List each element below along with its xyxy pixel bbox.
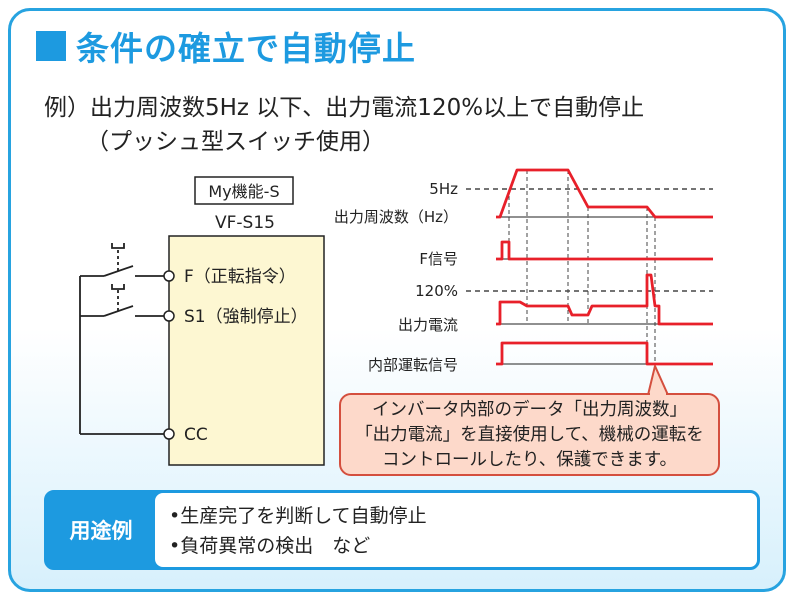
- terminal-s1-label: S1（強制停止）: [184, 307, 308, 327]
- terminal-f-label: F（正転指令）: [184, 267, 296, 287]
- section-title: 条件の確立で自動停止: [36, 22, 416, 70]
- signal-f-input: [496, 240, 713, 261]
- callout-line2: 「出力電流」を直接使用して、機械の運転を: [355, 425, 704, 445]
- label-5hz: 5Hz: [429, 180, 458, 198]
- callout-line3: コントロールしたり、保護できます。: [381, 450, 678, 470]
- signal-output-frequency: [496, 168, 713, 219]
- label-output-frequency: 出力周波数（Hz）: [334, 208, 458, 226]
- callout-pointer-icon: [647, 365, 669, 396]
- usage-list: •生産完了を判断して自動停止 •負荷異常の検出 など: [155, 493, 757, 567]
- external-wiring: [79, 265, 164, 435]
- callout-line1: インバータ内部のデータ「出力周波数」: [372, 400, 687, 420]
- inverter-box: [168, 235, 325, 466]
- title-text: 条件の確立で自動停止: [76, 29, 416, 68]
- push-button-f-icon: [111, 243, 125, 271]
- label-internal-run-signal: 内部運転信号: [368, 356, 458, 374]
- function-label-box: [194, 176, 294, 205]
- terminal-cc-label: CC: [184, 425, 208, 445]
- terminal-s1: [163, 310, 175, 322]
- example-text-line1: 例）出力周波数5Hz 以下、出力電流120%以上で自動停止: [44, 95, 645, 121]
- push-button-s1-icon: [111, 284, 125, 311]
- model-label: VF-S15: [215, 213, 275, 233]
- function-label: My機能-S: [208, 182, 279, 201]
- terminal-f: [163, 270, 175, 282]
- callout-bubble: インバータ内部のデータ「出力周波数」 「出力電流」を直接使用して、機械の運転を …: [339, 393, 720, 476]
- title-square-icon: [36, 31, 66, 61]
- terminal-cc: [163, 428, 175, 440]
- signal-output-current: [496, 273, 713, 326]
- label-120-percent: 120%: [415, 282, 458, 300]
- timing-signals: [496, 168, 713, 366]
- usage-item: •負荷異常の検出 など: [169, 535, 371, 557]
- timing-guides: [508, 170, 656, 364]
- usage-item: •生産完了を判断して自動停止: [169, 505, 427, 527]
- usage-box: 用途例 •生産完了を判断して自動停止 •負荷異常の検出 など: [44, 490, 760, 570]
- signal-internal-run: [496, 341, 713, 366]
- usage-label: 用途例: [69, 519, 133, 543]
- example-text-line2: （プッシュ型スイッチ使用）: [86, 129, 385, 155]
- label-f-signal: F信号: [419, 250, 458, 268]
- label-output-current: 出力電流: [398, 316, 458, 334]
